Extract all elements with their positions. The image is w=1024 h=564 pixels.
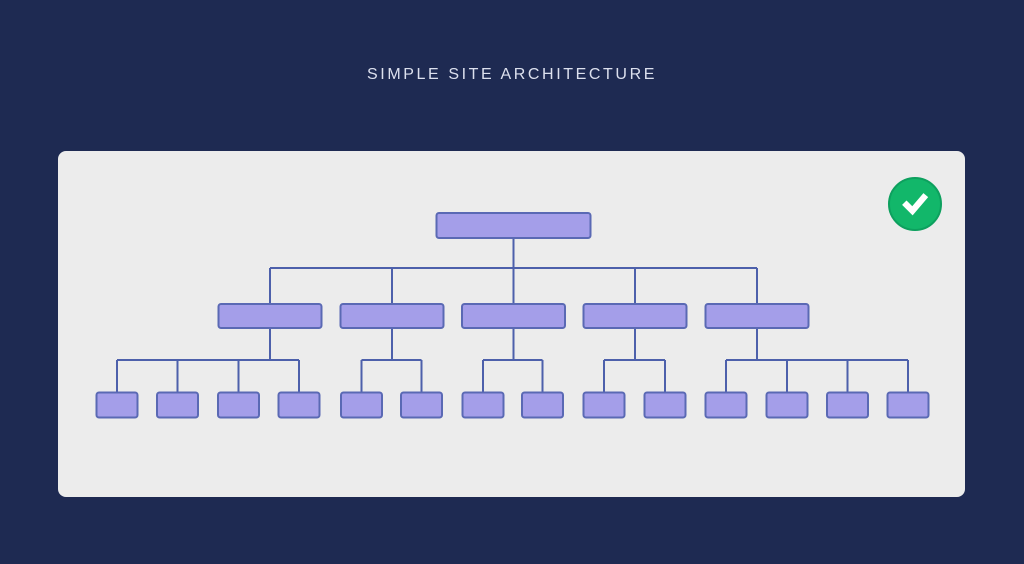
node-level3-3-1 (461, 391, 505, 419)
node-level3-4-1 (582, 391, 626, 419)
node-level2-2 (339, 303, 445, 329)
approved-badge (888, 177, 942, 231)
node-level3-3-2 (521, 391, 564, 419)
node-level3-1-2 (156, 391, 199, 419)
node-level3-1-4 (277, 391, 321, 419)
node-level3-5-3 (826, 391, 869, 419)
node-level3-1-3 (217, 391, 260, 419)
node-level3-5-2 (765, 391, 809, 419)
node-level3-4-2 (643, 391, 687, 419)
node-level2-5 (704, 303, 810, 329)
node-level2-3 (461, 303, 566, 329)
node-level2-4 (582, 303, 688, 329)
node-root (435, 212, 592, 239)
check-icon (902, 193, 929, 216)
node-level3-2-1 (340, 391, 383, 419)
check-mark (902, 193, 929, 216)
node-level3-5-1 (704, 391, 748, 419)
node-level3-1-1 (95, 391, 139, 419)
page-title: SIMPLE SITE ARCHITECTURE (367, 66, 657, 83)
node-level2-1 (217, 303, 323, 329)
node-level3-5-4 (886, 391, 930, 419)
node-level3-2-2 (400, 391, 443, 419)
